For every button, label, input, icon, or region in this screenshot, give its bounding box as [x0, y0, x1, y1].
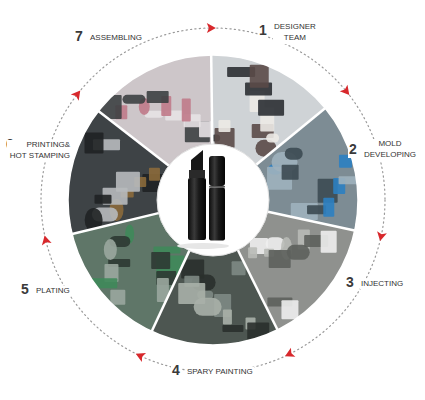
- photo-detail: [85, 132, 104, 153]
- wedge-divider: [237, 249, 278, 330]
- cap-line: [209, 186, 225, 188]
- pen-cap: [209, 156, 225, 186]
- step-label: MOLD DEVELOPING: [363, 139, 417, 161]
- photo-ground: [152, 249, 278, 345]
- photo-detail: [95, 195, 112, 204]
- photo-detail: [151, 252, 170, 269]
- photo-detail: [323, 198, 334, 217]
- photo-detail: [247, 323, 269, 345]
- step-number: 1: [258, 23, 268, 38]
- photo-detail: [223, 310, 232, 325]
- wedge-divider: [151, 250, 189, 332]
- photo-detail: [321, 231, 337, 253]
- pen-shadow: [177, 243, 229, 249]
- photo-detail: [147, 91, 169, 103]
- photo-ground: [256, 108, 358, 230]
- step-number: 5: [20, 282, 30, 297]
- step-label: PLATING: [35, 286, 71, 297]
- photo-detail: [104, 239, 117, 260]
- step-label: DESIGNER TEAM: [273, 22, 317, 44]
- cycle-arrowhead: [207, 23, 216, 33]
- step-label: ASSEMBLING: [89, 33, 143, 44]
- cycle-arrowhead: [375, 231, 387, 242]
- photo-detail: [122, 95, 145, 104]
- step-number: 3: [345, 275, 355, 290]
- photo-detail: [149, 168, 160, 181]
- wedge-divider: [267, 212, 356, 231]
- photo-ring: [68, 54, 363, 345]
- photo-detail: [178, 283, 205, 304]
- photo-detail: [250, 65, 269, 88]
- photo-detail: [269, 250, 291, 268]
- step-label: SPARY PAINTING: [186, 367, 254, 378]
- cycle-arrowhead: [134, 349, 146, 362]
- photo-detail: [116, 172, 140, 192]
- product-pens: [177, 150, 229, 249]
- pen-collar: [189, 170, 205, 178]
- pen-body: [209, 188, 225, 241]
- step-label: INJECTING: [360, 279, 404, 290]
- step-number: 4: [171, 363, 181, 378]
- photo-detail: [258, 100, 284, 116]
- photo-detail: [248, 247, 257, 258]
- photo-detail: [222, 325, 243, 332]
- ring-edge: [68, 55, 358, 345]
- photo-detail: [266, 134, 279, 143]
- pen-body: [188, 178, 206, 240]
- cycle-arrowhead: [340, 85, 353, 98]
- wedge-divider: [98, 110, 170, 166]
- step-number: 2: [348, 142, 358, 157]
- process-photo: [256, 108, 363, 230]
- photo-detail: [218, 120, 230, 132]
- wedge-divider: [256, 108, 326, 166]
- photo-detail: [281, 300, 298, 319]
- process-photo: [152, 249, 278, 345]
- step-label: PRINTING& HOT STAMPING: [7, 140, 71, 162]
- cycle-arrows: [40, 23, 387, 362]
- cycle-arrowhead: [40, 234, 52, 245]
- photo-detail: [339, 176, 363, 184]
- step-number: 7: [74, 29, 84, 44]
- wedge-divider: [211, 54, 212, 145]
- center-disc: [157, 144, 269, 256]
- photo-detail: [110, 290, 125, 305]
- photo-detail: [307, 205, 326, 214]
- wedge-divider: [71, 213, 159, 234]
- photo-detail: [282, 165, 299, 180]
- cycle-arrowhead: [71, 87, 84, 100]
- photo-detail: [182, 98, 191, 121]
- photo-detail: [285, 148, 303, 160]
- dotted-cycle: [41, 28, 385, 372]
- cycle-arrowhead: [283, 348, 296, 361]
- pen-tip: [191, 150, 203, 170]
